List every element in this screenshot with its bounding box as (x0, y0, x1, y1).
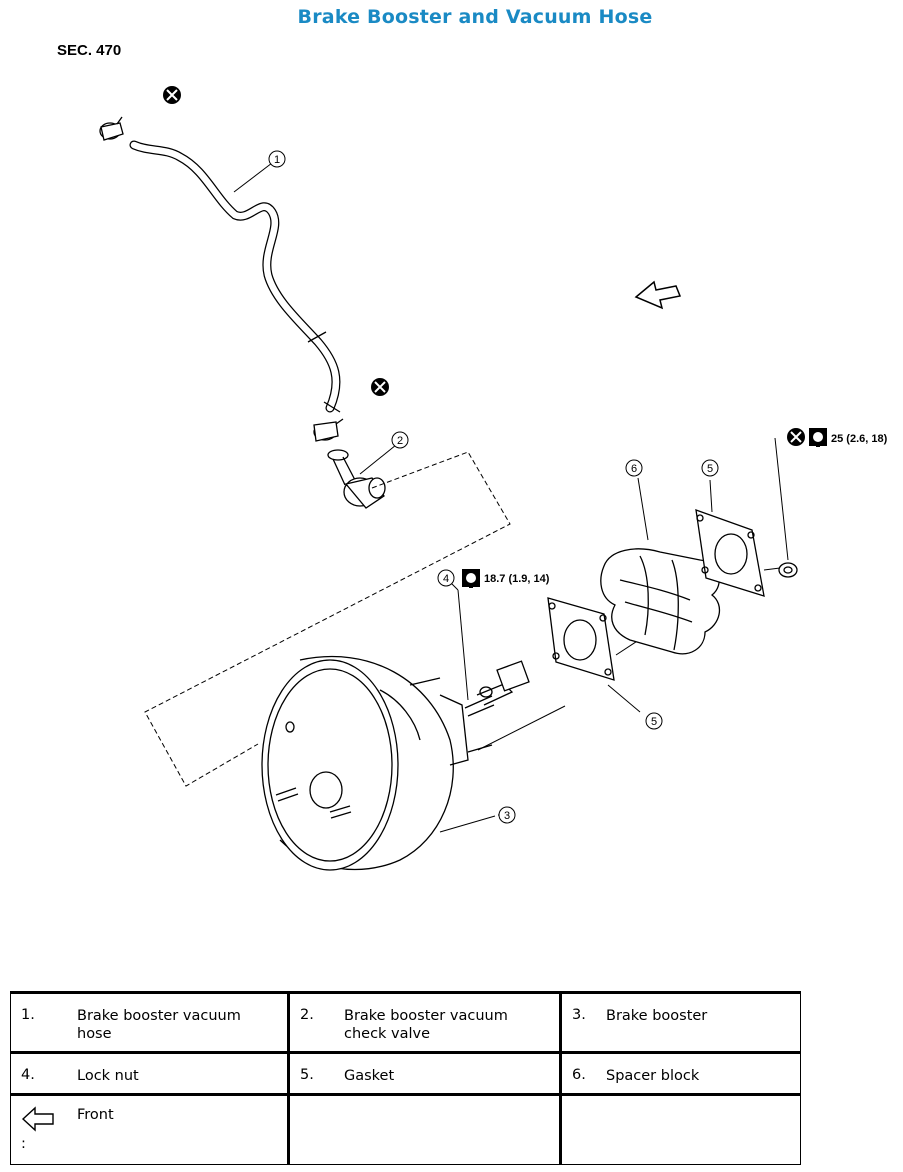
callout-circle (391, 431, 409, 449)
gasket-right-part (695, 479, 781, 597)
legend-label: Lock nut (77, 1068, 139, 1084)
front-colon: : (21, 1136, 26, 1152)
legend-cell: : Front (10, 1093, 289, 1165)
exploded-diagram: 18.7 (1.9, 14) 25 (2.6, 18) 1 2 4 6 5 5 … (99, 86, 888, 871)
torque-value-lock-nut: 18.7 (1.9, 14) (484, 573, 550, 585)
callout-1: 1 (274, 154, 280, 166)
legend-label-front: Front (77, 1107, 114, 1123)
legend-cell-empty (559, 1093, 801, 1165)
legend-label: Brake booster (606, 1008, 708, 1024)
torque-icon (809, 428, 827, 447)
brake-booster-part (261, 589, 566, 871)
callout-circle (437, 569, 455, 587)
page-title: Brake Booster and Vacuum Hose (297, 6, 653, 28)
do-not-reuse-icon (371, 378, 389, 396)
legend-number: 5. (300, 1067, 314, 1083)
torque-value-gasket-nut: 25 (2.6, 18) (831, 433, 888, 445)
legend-table: 1. Brake booster vacuum hose 2. Brake boos… (10, 991, 801, 1165)
nut-part (774, 437, 798, 578)
callout-5-left: 5 (651, 716, 657, 728)
legend-label: Brake booster vacuum hose (77, 1008, 241, 1042)
legend-number: 3. (572, 1007, 586, 1023)
do-not-reuse-icon (163, 86, 181, 104)
legend-number: 1. (21, 1007, 35, 1023)
legend-cell: 1. Brake booster vacuum hose (10, 991, 289, 1053)
front-arrow-icon (634, 280, 682, 310)
section-label: SEC. 470 (57, 42, 122, 59)
callout-4: 4 (443, 573, 449, 585)
spacer-block-part (600, 477, 721, 655)
hose-clamp-top (99, 116, 124, 141)
front-arrow-icon (21, 1106, 54, 1132)
legend-cell: 4. Lock nut (10, 1051, 289, 1095)
table-row: 1. Brake booster vacuum hose 2. Brake boos… (10, 991, 801, 1053)
legend-label: Gasket (344, 1068, 395, 1084)
hose-clamp-bottom (313, 418, 344, 442)
legend-number: 2. (300, 1007, 314, 1023)
legend-number: 6. (572, 1067, 586, 1083)
legend-cell: 6. Spacer block (559, 1051, 801, 1095)
vacuum-hose-part (129, 140, 341, 413)
legend-label: Spacer block (606, 1068, 700, 1084)
legend-cell-empty (287, 1093, 561, 1165)
legend-cell: 5. Gasket (287, 1051, 561, 1095)
callout-6: 6 (631, 463, 637, 475)
table-row: 4. Lock nut 5. Gasket 6. Spacer block (10, 1051, 801, 1095)
check-valve-part (327, 449, 386, 509)
callout-5-right: 5 (707, 463, 713, 475)
legend-cell: 3. Brake booster (559, 991, 801, 1053)
callout-3: 3 (504, 810, 510, 822)
legend-number: 4. (21, 1067, 35, 1083)
callout-circle (701, 459, 719, 477)
legend-cell: 2. Brake booster vacuum check valve (287, 991, 561, 1053)
callout-circle (498, 806, 516, 824)
callout-2: 2 (397, 435, 403, 447)
callout-circle (268, 150, 286, 168)
legend-label: Brake booster vacuum check valve (344, 1008, 508, 1042)
do-not-reuse-icon (787, 428, 805, 446)
callout-circle (625, 459, 643, 477)
table-row: : Front (10, 1093, 801, 1165)
callout-circle (645, 712, 663, 730)
torque-icon (462, 569, 480, 588)
